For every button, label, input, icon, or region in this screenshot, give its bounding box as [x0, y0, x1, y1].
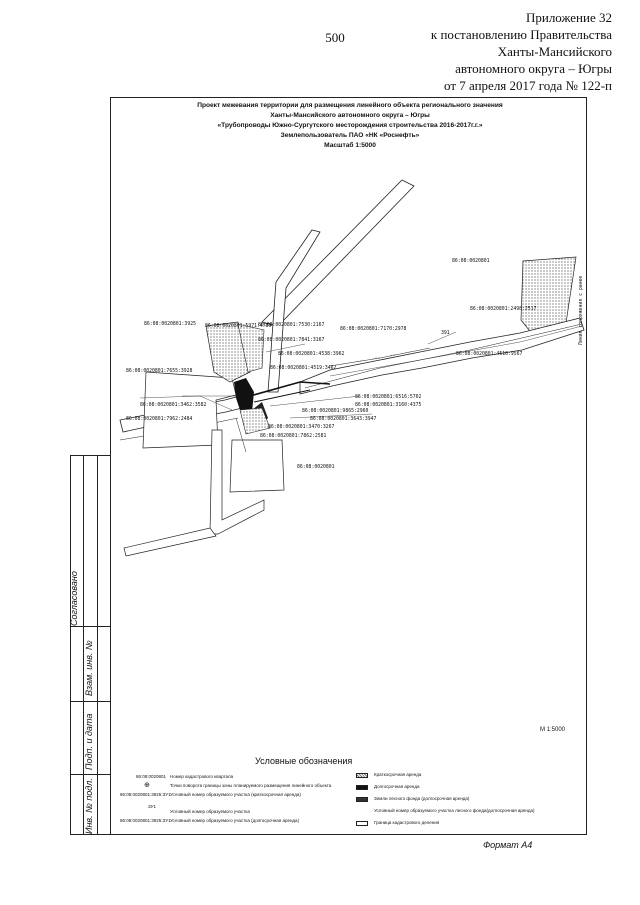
title-line: Масштаб 1:5000	[324, 142, 376, 149]
turning-point-icon: ⊕	[144, 782, 150, 789]
table-row-divider	[71, 774, 110, 775]
title-line: «Трубопроводы Южно-Сургутского месторожд…	[217, 122, 483, 129]
agreed-label: Согласовано	[69, 571, 79, 626]
legend-text: Условный номер образуемого участка (крат…	[170, 792, 301, 797]
replacement-inv-label: Взам. инв. №	[84, 640, 94, 696]
table-row-divider	[71, 626, 110, 627]
title-line: Землепользователь ПАО «НК «Роснефть»	[280, 132, 420, 139]
south-corridor	[123, 527, 217, 557]
parcel-label: 86:08:0020801:7655:3928	[126, 368, 193, 374]
long-lease-parcel	[234, 378, 254, 412]
legend-text: Номер кадастрового квартала	[170, 774, 234, 779]
legend-text: Краткосрочная аренда	[374, 772, 422, 777]
forest-long-lease	[239, 407, 271, 435]
cadastral-map: 86:08:0020801 86:08:0020801 391 Линия со…	[119, 179, 585, 557]
legend-code: 86:08:0020801:3925:ЗУ1	[120, 792, 171, 797]
dotted-swatch-icon	[356, 773, 368, 778]
outline-swatch-icon	[356, 821, 368, 826]
short-lease-parcel	[205, 321, 251, 383]
parcel-label: 86:08:0020801:6516:5702	[355, 394, 422, 400]
drawing-frame	[110, 97, 587, 835]
table-row-divider	[71, 701, 110, 702]
legend-text: Точки поворота границы зоны планируемого…	[170, 783, 332, 788]
parcel-label: 86:08:0020801:7170:2978	[340, 326, 407, 332]
table-column	[83, 456, 98, 834]
parcel-label: 86:08:0020801:3643:3947	[310, 416, 377, 422]
appendix-line: от 7 апреля 2017 года № 122-п	[443, 78, 612, 93]
scale-mark: М 1:5000	[540, 727, 566, 733]
short-lease-parcel	[237, 323, 265, 373]
parcel-label: 86:08:0020801:7862:2581	[260, 433, 327, 439]
legend-text: Граница кадастрового деления	[374, 820, 440, 825]
appendix-line: Приложение 32	[525, 10, 612, 25]
table-column	[71, 456, 84, 834]
parcel-label: 86:08:0020801:7530:2167	[258, 322, 325, 328]
drawing-title: Проект межевания территории для размещен…	[150, 101, 550, 151]
approval-side-table: Согласовано Взам. инв. № Подп. и дата Ин…	[69, 455, 110, 835]
parcel-label: 86:08:0020801:3470:3267	[268, 424, 335, 430]
title-line: Ханты-Мансийского автономного округа – Ю…	[270, 112, 430, 119]
sign-date-label: Подп. и дата	[84, 713, 94, 770]
legend-title: Условные обозначения	[255, 756, 353, 766]
legend-text: Условный номер образуемого участка	[170, 809, 250, 814]
page-format: Формат А4	[483, 840, 533, 850]
contour-number: 391	[441, 330, 450, 336]
appendix-line: автономного округа – Югры	[455, 61, 612, 76]
parcel-label: 86:08:0020801:7962:2484	[126, 416, 193, 422]
quarter-number: 86:08:0020801	[452, 258, 490, 264]
parcel-label: 86:08:0020801:4516:9567	[456, 351, 523, 357]
parcel-label: 86:08:0020801:2498:2517	[470, 306, 537, 312]
quarter-number: 86:08:0020801	[297, 464, 335, 470]
dark-swatch-icon	[356, 797, 368, 802]
black-swatch-icon	[356, 785, 368, 790]
parcel-label: 86:08:0020801:3462:3582	[140, 402, 207, 408]
parcel-label: 86:08:0020801:3160:4375	[355, 402, 422, 408]
appendix-line: к постановлению Правительства	[430, 27, 612, 42]
parcel-label: 86:08:0020801:5971:4789	[205, 323, 272, 329]
side-label: Линия сопряжения с ранее	[578, 276, 584, 345]
parcel-label: 86:08:0020801:4519:3462	[270, 365, 337, 371]
appendix-line: Ханты-Мансийского	[497, 44, 612, 59]
legend-text: Условный номер образуемого участка (долг…	[170, 818, 300, 823]
parcel-label: 86:08:0020801:7841:3167	[258, 337, 325, 343]
legend-code: 86:08:0020801	[136, 774, 167, 779]
legend-text: Долгосрочная аренда	[374, 784, 420, 789]
page-number: 500	[325, 30, 345, 45]
title-line: Проект межевания территории для размещен…	[197, 102, 503, 109]
legend-code: 86:08:0020801:3925:ЗУ1	[120, 818, 171, 823]
legend-text: Земли лесного фонда (долгосрочная аренда…	[374, 796, 470, 801]
inv-original-label: Инв. № подл.	[84, 778, 94, 834]
legend-text: Условный номер образуемого участка лесно…	[374, 808, 535, 813]
appendix-heading: Приложение 32 к постановлению Правительс…	[352, 9, 612, 94]
legend-code: ЗУ1	[148, 804, 157, 809]
parcel-label: 86:08:0020801:4538:3962	[278, 351, 345, 357]
south-area	[229, 439, 285, 493]
parcel-label: 86:08:0020801:3925	[144, 321, 196, 327]
parcel-label: 86:08:0020801:9865:2960	[302, 408, 369, 414]
road-corridor-north	[267, 229, 321, 393]
